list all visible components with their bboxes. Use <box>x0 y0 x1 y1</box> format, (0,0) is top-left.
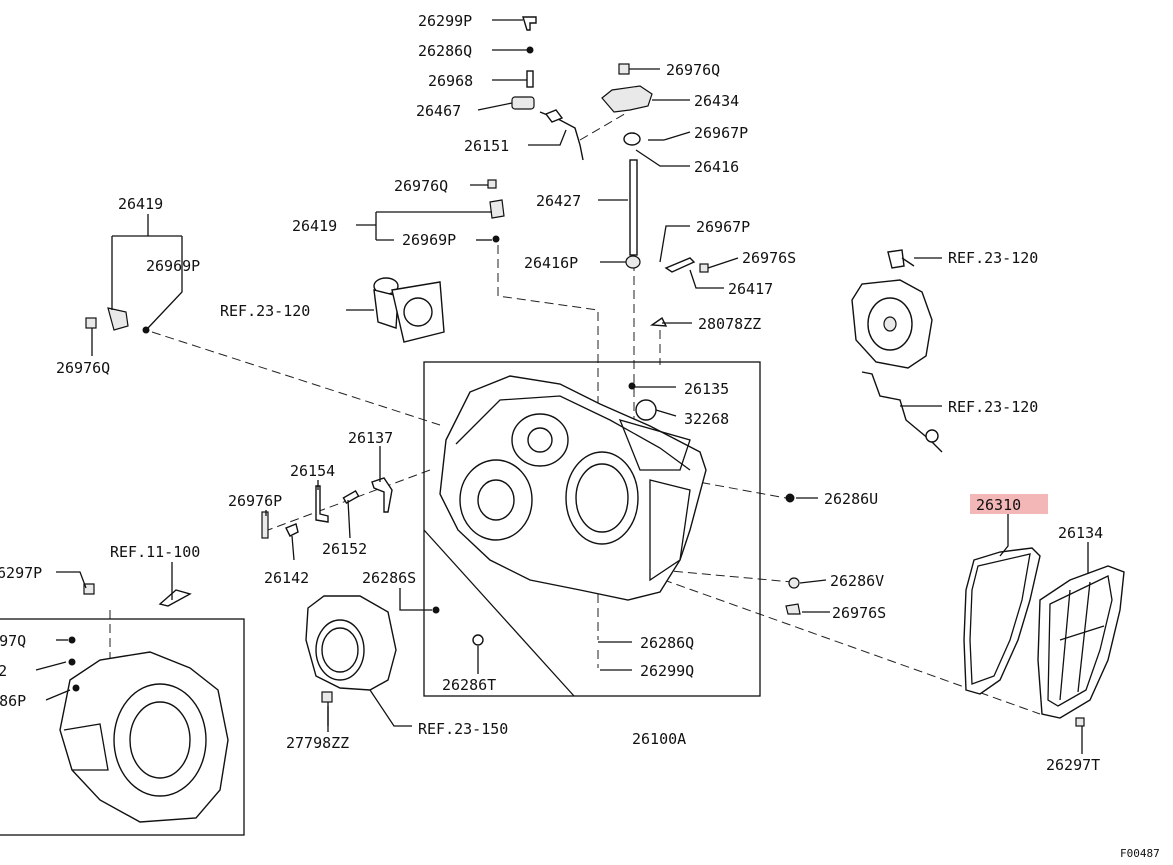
callout-label[interactable]: 26434 <box>694 92 739 110</box>
callout-label[interactable]: 26416 <box>694 158 739 176</box>
callout-label[interactable]: 26967P <box>696 218 750 236</box>
right-side-parts <box>785 249 943 615</box>
callout-label[interactable]: 26297P <box>0 564 42 582</box>
highlight-box <box>970 494 1048 514</box>
converter-housing-box <box>0 618 245 836</box>
callout-label[interactable]: 26100A <box>632 730 686 748</box>
callout-label[interactable]: 32268 <box>684 410 729 428</box>
callout-label[interactable]: 26976Q <box>394 177 448 195</box>
ref-23-150-drum <box>305 595 484 726</box>
callout-label[interactable]: REF.23-150 <box>418 720 508 738</box>
callout-label[interactable]: 26262 <box>0 662 7 680</box>
callout-label[interactable]: 26417 <box>728 280 773 298</box>
transmission-case <box>439 375 707 601</box>
callout-label[interactable]: REF.23-120 <box>220 302 310 320</box>
callout-label[interactable]: 26286Q <box>640 634 694 652</box>
callout-label[interactable]: 26969P <box>146 257 200 275</box>
manual-shaft <box>625 159 709 327</box>
callout-label[interactable]: 26467 <box>416 102 461 120</box>
callout-label[interactable]: 26299Q <box>640 662 694 680</box>
callout-label[interactable]: 26137 <box>348 429 393 447</box>
mid-left-parts <box>83 477 393 607</box>
callout-label[interactable]: 26976P <box>228 492 282 510</box>
callout-label[interactable]: 26427 <box>536 192 581 210</box>
callout-labels: 26299P 26286Q 26968 26467 26151 26976Q 2… <box>0 12 1160 860</box>
callout-label[interactable]: 26976S <box>832 604 886 622</box>
callout-label[interactable]: 28078ZZ <box>698 315 761 333</box>
callout-label[interactable]: REF.23-120 <box>948 249 1038 267</box>
callout-label[interactable]: 26151 <box>464 137 509 155</box>
callout-label[interactable]: 26419 <box>118 195 163 213</box>
callout-label[interactable]: 26286U <box>824 490 878 508</box>
converter-housing <box>59 636 229 823</box>
callout-label[interactable]: 26297T <box>1046 756 1100 774</box>
callout-label[interactable]: 26976Q <box>666 61 720 79</box>
callout-label[interactable]: 26152 <box>322 540 367 558</box>
oil-pan-gasket <box>963 547 1041 695</box>
callout-label[interactable]: REF.23-120 <box>948 398 1038 416</box>
callout-label[interactable]: 26286Q <box>418 42 472 60</box>
callout-label[interactable]: 26976Q <box>56 359 110 377</box>
callout-label[interactable]: 26134 <box>1058 524 1103 542</box>
callout-label[interactable]: 26419 <box>292 217 337 235</box>
callout-label[interactable]: 26142 <box>264 569 309 587</box>
oil-pan <box>1037 565 1125 727</box>
case-group-leader <box>423 529 575 697</box>
callout-label[interactable]: 26299P <box>418 12 472 30</box>
callout-label[interactable]: 26154 <box>290 462 335 480</box>
callout-label[interactable]: 26976S <box>742 249 796 267</box>
callout-label[interactable]: 26297Q <box>0 632 26 650</box>
callout-label[interactable]: 26135 <box>684 380 729 398</box>
callout-label[interactable]: 26969P <box>402 231 456 249</box>
callout-label[interactable]: 26967P <box>694 124 748 142</box>
callout-label-highlighted[interactable]: 26310 <box>976 496 1021 514</box>
leader-lines <box>35 19 1089 754</box>
callout-label[interactable]: 26286V <box>830 572 884 590</box>
callout-label[interactable]: 26286S <box>362 569 416 587</box>
callout-label[interactable]: REF.11-100 <box>110 543 200 561</box>
callout-label[interactable]: 26968 <box>428 72 473 90</box>
top-small-parts <box>511 16 664 161</box>
ref-23-120-filter <box>373 277 445 343</box>
callout-label[interactable]: 26286T <box>442 676 496 694</box>
callout-label[interactable]: 27798ZZ <box>286 734 349 752</box>
diagram-code: F00487 <box>1120 847 1160 860</box>
callout-label[interactable]: 26286P <box>0 692 26 710</box>
callout-label[interactable]: 26416P <box>524 254 578 272</box>
case-group-box <box>423 361 761 697</box>
left-bracket-parts <box>85 179 505 334</box>
